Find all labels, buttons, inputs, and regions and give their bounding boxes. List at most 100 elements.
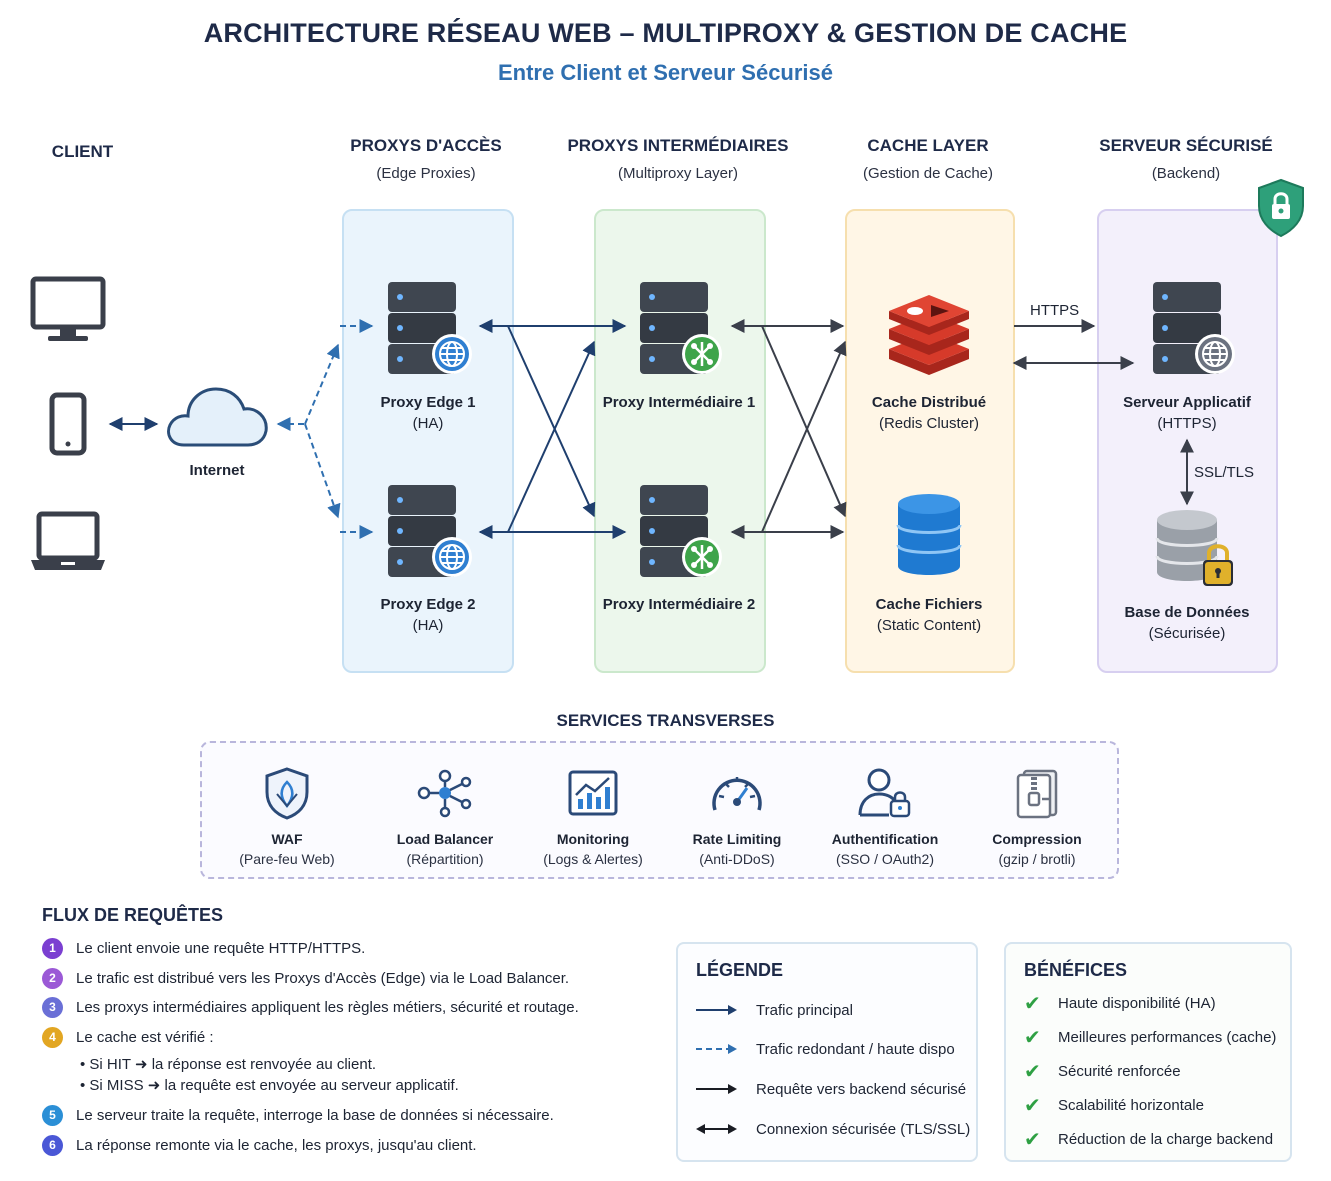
inter2-label: Proxy Intermédiaire 2 <box>602 596 756 613</box>
inter2-cache1-arrow <box>761 340 847 533</box>
page-subtitle: Entre Client et Serveur Sécurisé <box>497 60 834 85</box>
service-compression: Compression (gzip / brotli) <box>962 743 1112 867</box>
service-monitoring: Monitoring (Logs & Alertes) <box>518 743 668 867</box>
legend-item-label: Trafic redondant / haute dispo <box>756 1040 955 1058</box>
benefit-item: ✔ Haute disponibilité (HA) <box>1024 992 1216 1015</box>
step-number: 3 <box>42 997 63 1018</box>
legend-item: Requête vers backend sécurisé <box>696 1078 966 1100</box>
legend-item: Trafic redondant / haute dispo <box>696 1038 955 1060</box>
services-panel: WAF (Pare-feu Web) Load Balancer (Répart… <box>200 741 1119 879</box>
flux-title: FLUX DE REQUÊTES <box>42 905 224 925</box>
shield-icon <box>265 767 309 820</box>
check-icon: ✔ <box>1024 992 1041 1015</box>
dark-arrow-icon <box>696 1084 737 1094</box>
ssl-tls-label: SSL/TLS <box>1194 464 1255 481</box>
db-label: Base de Données (Sécurisée) <box>1097 602 1277 644</box>
app-name: Serveur Applicatif <box>1123 394 1251 411</box>
column-subtitle-server: (Backend) <box>1151 165 1221 182</box>
user-lock-icon <box>858 768 911 818</box>
service-name: Authentification <box>831 831 939 847</box>
legend-card: LÉGENDE Trafic principal Trafic redondan… <box>676 942 978 1162</box>
step-text: Les proxys intermédiaires appliquent les… <box>76 999 579 1016</box>
cloud-icon <box>167 387 268 447</box>
service-desc: (Anti-DDoS) <box>699 851 775 867</box>
benefit-label: Haute disponibilité (HA) <box>1058 994 1216 1012</box>
edge2-sub: (HA) <box>412 617 444 634</box>
desktop-icon <box>30 276 106 341</box>
step-number: 1 <box>42 938 63 959</box>
cache2-sub: (Static Content) <box>876 617 982 634</box>
services-title: SERVICES TRANSVERSES <box>556 711 775 730</box>
cache1-sub: (Redis Cluster) <box>878 415 980 432</box>
flux-substep: • Si MISS ➜ la requête est envoyée au se… <box>80 1077 459 1094</box>
check-icon: ✔ <box>1024 1026 1041 1049</box>
step-text: La réponse remonte via le cache, les pro… <box>76 1137 477 1154</box>
https-label: HTTPS <box>1030 302 1080 319</box>
column-header-edge: PROXYS D'ACCÈS (Edge Proxies) <box>326 136 526 182</box>
cache1-label: Cache Distribué (Redis Cluster) <box>845 392 1013 434</box>
page-title: ARCHITECTURE RÉSEAU WEB – MULTIPROXY & G… <box>203 18 1128 48</box>
column-header-cache: CACHE LAYER (Gestion de Cache) <box>828 136 1028 182</box>
flux-substep: • Si HIT ➜ la réponse est renvoyée au cl… <box>80 1056 377 1073</box>
edge1-server-icon <box>388 282 472 374</box>
column-title-client: CLIENT <box>51 142 114 161</box>
benefits-card: BÉNÉFICES ✔ Haute disponibilité (HA) ✔ Mei… <box>1004 942 1292 1162</box>
step-number: 6 <box>42 1135 63 1156</box>
benefit-label: Sécurité renforcée <box>1058 1062 1181 1080</box>
step-text: Le serveur traite la requête, interroge … <box>76 1107 554 1124</box>
service-load-balancer: Load Balancer (Répartition) <box>370 743 520 867</box>
legend-item-label: Trafic principal <box>756 1001 853 1019</box>
chart-icon <box>568 770 618 816</box>
service-desc: (Pare-feu Web) <box>239 851 335 867</box>
service-name: WAF <box>271 831 303 847</box>
app-label: Serveur Applicatif (HTTPS) <box>1097 392 1277 434</box>
edge1-label: Proxy Edge 1 (HA) <box>342 392 514 434</box>
service-name: Load Balancer <box>396 831 494 847</box>
lane-cache-layer <box>845 209 1015 673</box>
column-title-inter: PROXYS INTERMÉDIAIRES <box>567 136 789 155</box>
column-subtitle-inter: (Multiproxy Layer) <box>617 165 739 182</box>
lane-edge-proxies <box>342 209 514 673</box>
gauge-icon <box>712 777 762 811</box>
internet-label: Internet <box>189 462 245 479</box>
connection-arrows <box>108 319 1194 539</box>
step-number: 2 <box>42 968 63 989</box>
service-rate-limiting: Rate Limiting (Anti-DDoS) <box>662 743 812 867</box>
app-server-icon <box>1153 282 1235 374</box>
db-sub: (Sécurisée) <box>1148 625 1226 642</box>
cache2-name: Cache Fichiers <box>875 596 983 613</box>
dashed-arrow-icon <box>696 1044 737 1054</box>
edge2-name: Proxy Edge 2 <box>380 596 476 613</box>
flux-step: 5 Le serveur traite la requête, interroge… <box>42 1105 554 1126</box>
step-text: Le client envoie une requête HTTP/HTTPS. <box>76 940 366 957</box>
internet-edge1-arrow <box>304 343 340 425</box>
check-icon: ✔ <box>1024 1128 1041 1151</box>
legend-item: Trafic principal <box>696 999 853 1021</box>
check-icon: ✔ <box>1024 1094 1041 1117</box>
shield-lock-icon <box>1258 178 1304 238</box>
column-subtitle-edge: (Edge Proxies) <box>376 165 476 182</box>
step-number: 5 <box>42 1105 63 1126</box>
flux-step: 3 Les proxys intermédiaires appliquent le… <box>42 997 579 1018</box>
edge2-inter1-arrow <box>507 340 596 533</box>
edge1-sub: (HA) <box>412 415 444 432</box>
solid-arrow-icon <box>696 1005 737 1015</box>
service-waf: WAF (Pare-feu Web) <box>212 743 362 867</box>
column-title-cache: CACHE LAYER <box>867 136 989 155</box>
benefit-item: ✔ Meilleures performances (cache) <box>1024 1026 1277 1049</box>
service-name: Monitoring <box>556 831 630 847</box>
service-name: Rate Limiting <box>692 831 782 847</box>
inter1-cache2-arrow <box>761 325 847 518</box>
benefit-label: Meilleures performances (cache) <box>1058 1028 1277 1046</box>
benefits-title: BÉNÉFICES <box>1024 960 1128 980</box>
cache1-name: Cache Distribué <box>871 394 987 411</box>
benefit-item: ✔ Sécurité renforcée <box>1024 1060 1181 1083</box>
check-icon: ✔ <box>1024 1060 1041 1083</box>
db-name: Base de Données <box>1124 604 1250 621</box>
legend-item: Connexion sécurisée (TLS/SSL) <box>696 1118 970 1140</box>
benefit-label: Scalabilité horizontale <box>1058 1096 1204 1114</box>
app-sub: (HTTPS) <box>1157 415 1217 432</box>
column-title-server: SERVEUR SÉCURISÉ <box>1099 136 1273 155</box>
